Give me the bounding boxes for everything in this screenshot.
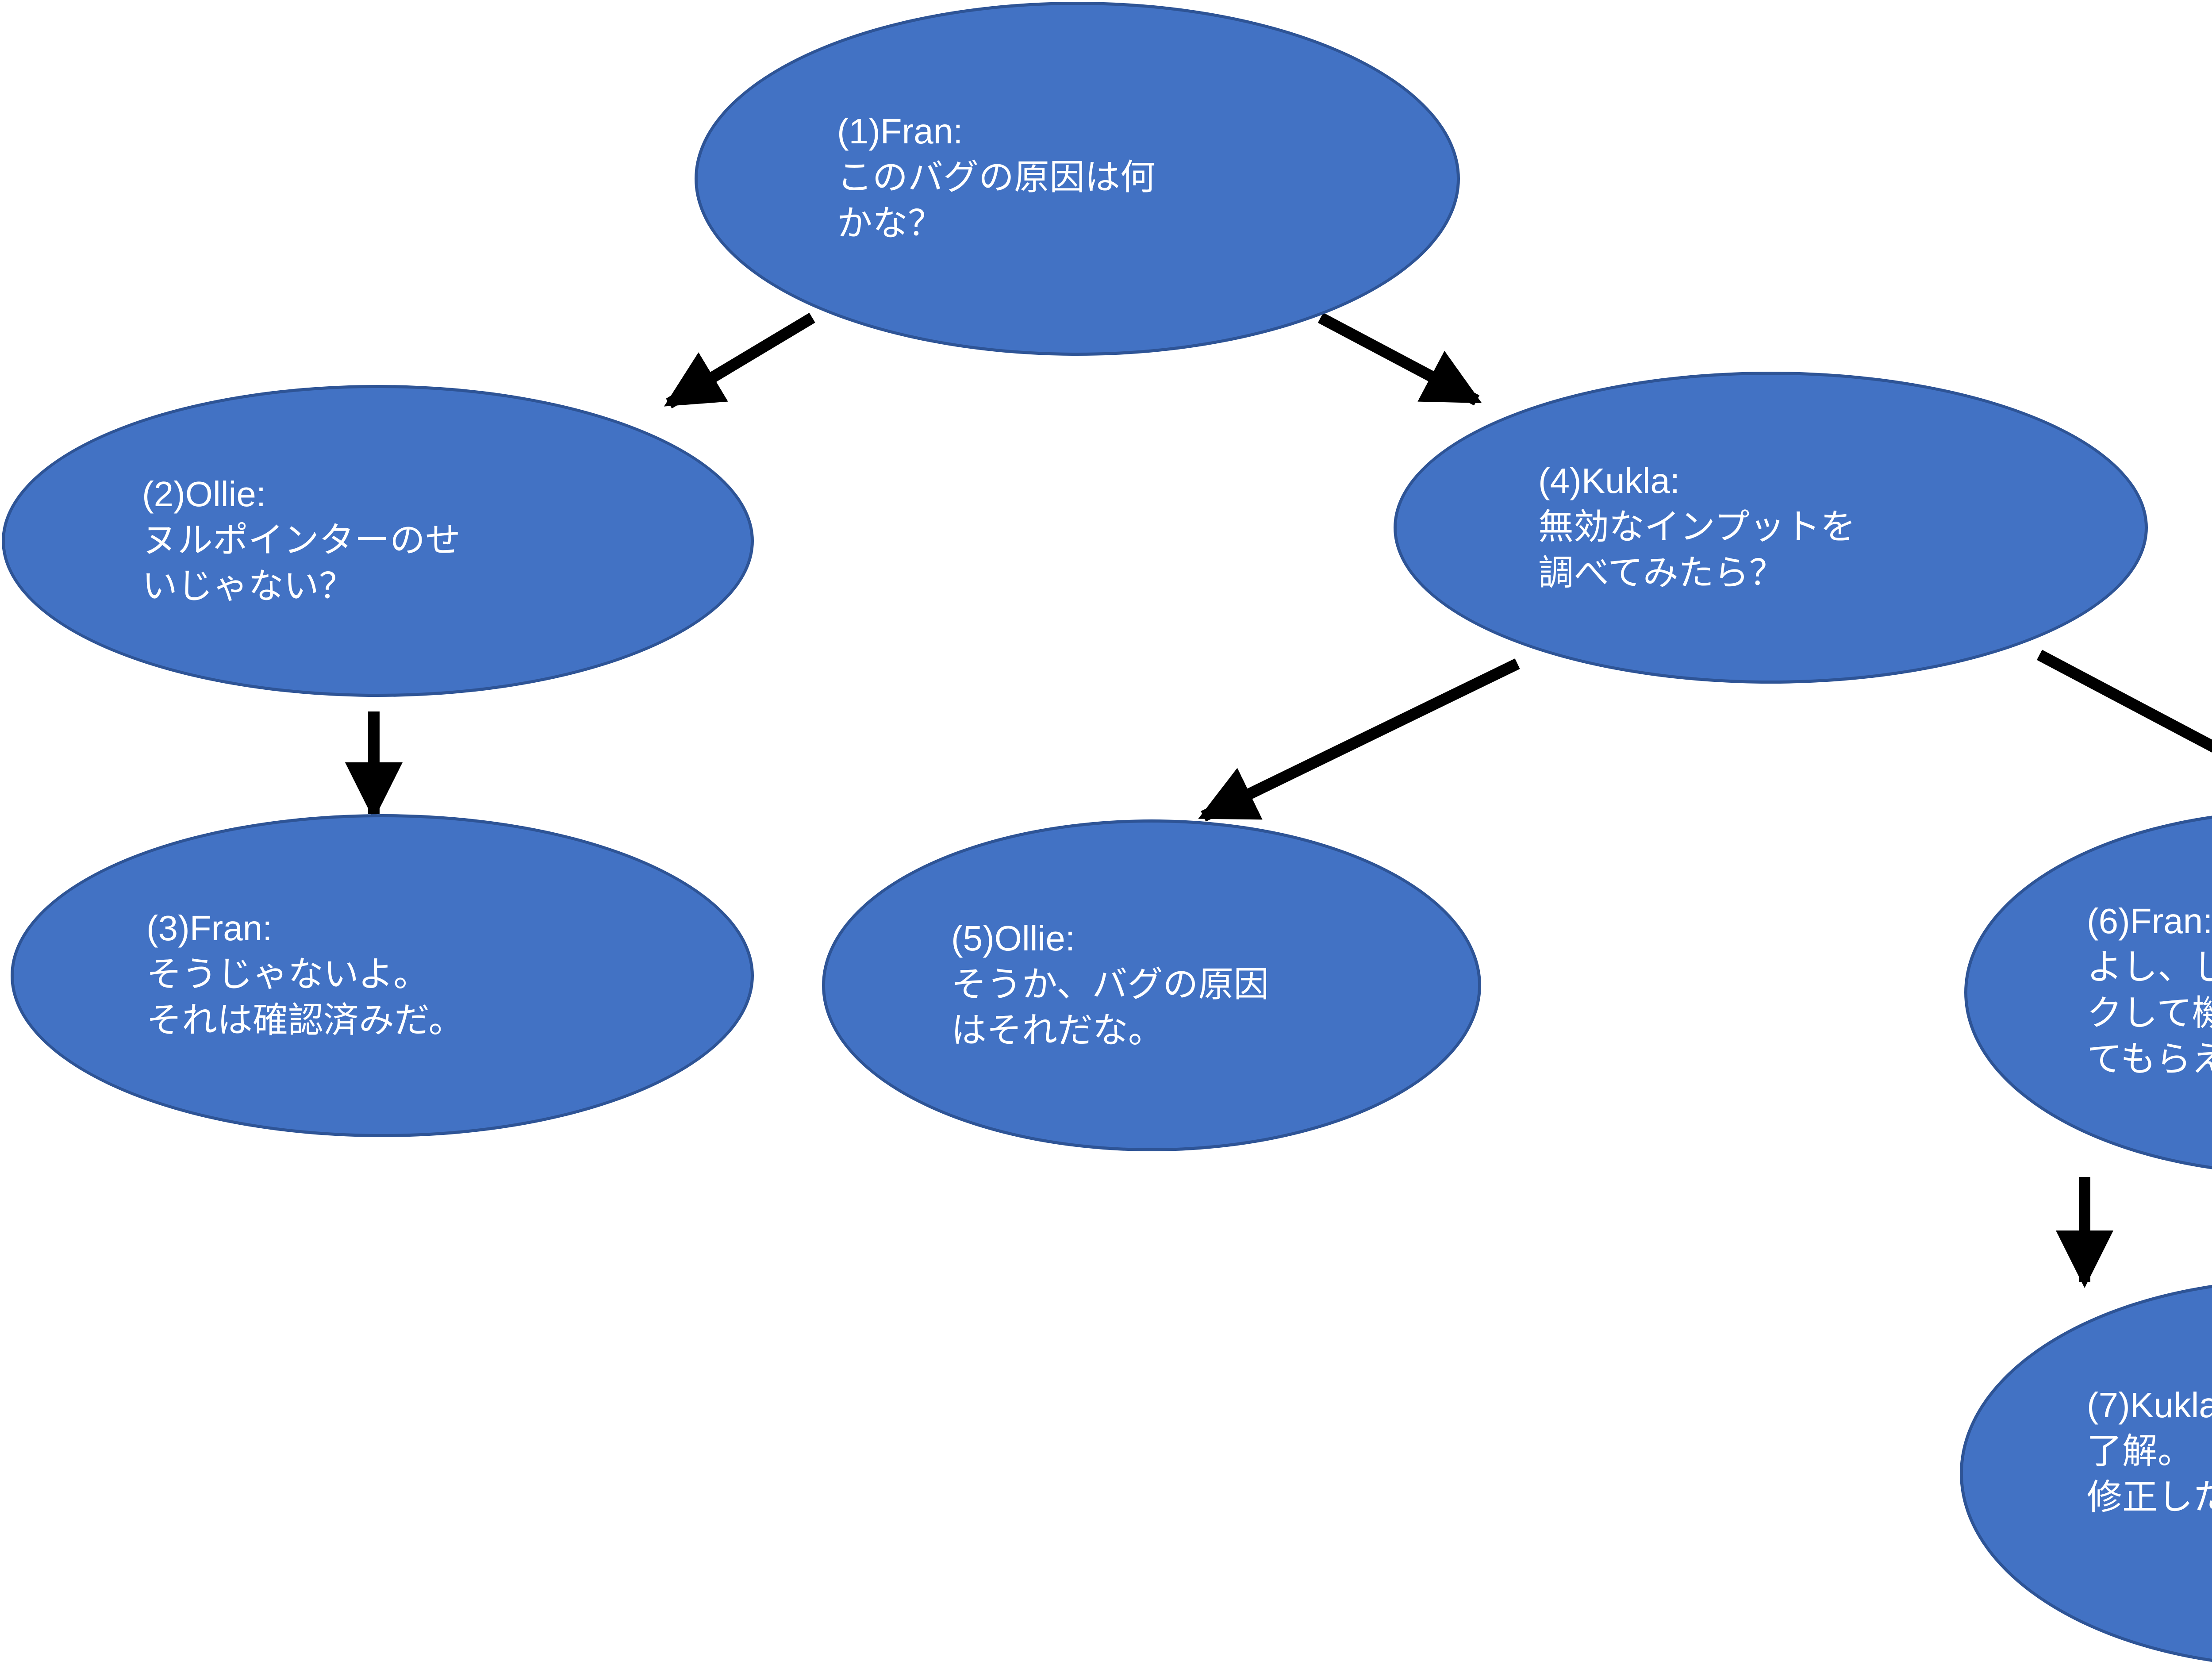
node-4-label: (4)Kukla: 無効なインプットを 調べてみたら？ — [1538, 461, 1856, 592]
edge-n4-n5 — [1198, 658, 1520, 822]
node-1-label: (1)Fran: このバグの原因は何 かな？ — [837, 112, 1156, 243]
node-2-ollie[interactable]: (2)Ollie: ヌルポインターのせ いじゃない？ — [2, 385, 754, 697]
node-6-label: (6)Fran: よし、じゃあチェッ クして機能を追加し てもらえるかな？ — [2087, 901, 2212, 1079]
node-2-label: (2)Ollie: ヌルポインターのせ いじゃない？ — [142, 474, 461, 606]
node-3-label: (3)Fran: そうじゃないよ。 それは確認済みだ。 — [146, 908, 464, 1040]
node-5-label: (5)Ollie: そうか、バグの原因 はそれだな。 — [951, 919, 1269, 1050]
edge-n1-n4 — [1317, 312, 1482, 406]
node-3-fran[interactable]: (3)Fran: そうじゃないよ。 それは確認済みだ。 — [11, 814, 754, 1137]
edge-n1-n2 — [664, 312, 815, 409]
node-7-label: (7)Kukla: 了解。 修正したよ。 — [2087, 1385, 2212, 1517]
node-7-kukla[interactable]: (7)Kukla: 了解。 修正したよ。 — [1960, 1279, 2212, 1665]
node-4-kukla[interactable]: (4)Kukla: 無効なインプットを 調べてみたら？ — [1394, 372, 2148, 684]
edge-n4-n6 — [2036, 650, 2212, 753]
node-1-fran[interactable]: (1)Fran: このバグの原因は何 かな？ — [695, 2, 1460, 356]
node-6-fran[interactable]: (6)Fran: よし、じゃあチェッ クして機能を追加し てもらえるかな？ — [1964, 810, 2212, 1175]
node-5-ollie[interactable]: (5)Ollie: そうか、バグの原因 はそれだな。 — [822, 819, 1481, 1151]
